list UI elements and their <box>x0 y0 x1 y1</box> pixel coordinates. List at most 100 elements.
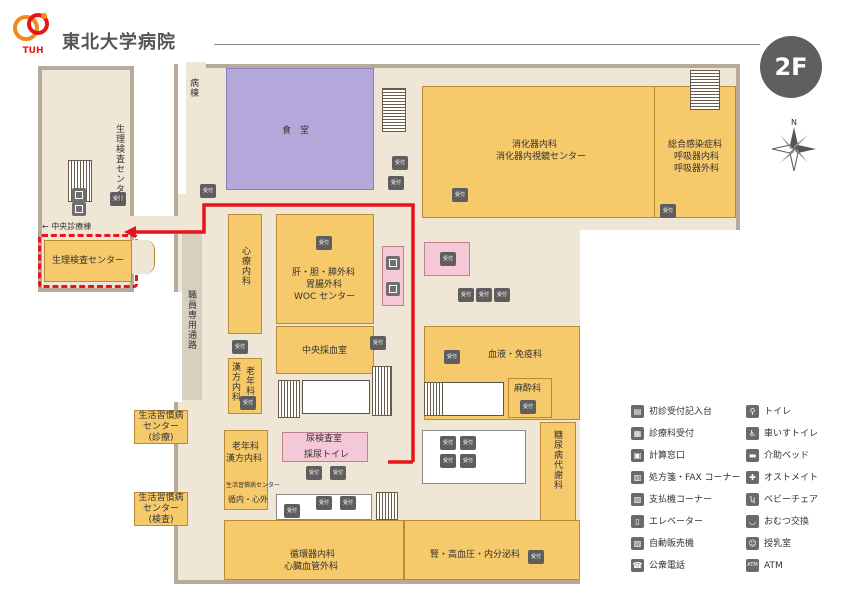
room-label-shokaki-2: 消化器内視鏡センター <box>496 152 587 162</box>
room-label-ronen-kampo-1: 老年科 <box>232 442 260 452</box>
room-hepatobiliary-surgery[interactable] <box>276 214 374 324</box>
compass-rose-icon <box>771 127 816 172</box>
toilet-icon: 受付 <box>306 466 322 480</box>
room-geriatric-kampo[interactable] <box>224 430 268 510</box>
room-label-kansen-3: 呼吸器外科 <box>674 164 720 174</box>
atm-icon: ATM <box>746 559 759 572</box>
elevator-icon <box>386 256 400 270</box>
cashier-icon: ▣ <box>631 449 644 462</box>
legend-label: 処方箋・FAX コーナー <box>649 473 741 483</box>
room-label-tonyo: 糖尿病代謝科 <box>552 430 562 490</box>
room-label-nyo-kensa: 尿検査室 <box>306 434 343 444</box>
room-diabetes[interactable] <box>540 422 576 524</box>
logo-text: TUH <box>22 46 44 56</box>
gap-left-bottom <box>134 292 182 402</box>
ward-label: 病棟 <box>188 78 198 98</box>
room-label-junkanki-1: 循環器内科 <box>290 550 336 560</box>
toilet-icon: 受付 <box>200 184 216 198</box>
header-rule <box>214 44 760 45</box>
legend-label: 自動販売機 <box>649 539 695 549</box>
room-label-ketsueki: 血液・免疫科 <box>488 350 543 360</box>
logo-mark-icon <box>13 13 49 41</box>
legend-label: エレベーター <box>649 517 704 527</box>
care-bed-icon: 受付 <box>340 496 356 510</box>
toilet-icon: 受付 <box>284 504 300 518</box>
legend-item: ✚オストメイト <box>746 470 818 486</box>
room-label-saiketsu: 中央採血室 <box>302 346 348 356</box>
room-label-kannai: 循内・心外 <box>228 495 268 504</box>
room-kampo-geriatric[interactable] <box>228 358 262 414</box>
toilet-icon: 受付 <box>392 156 408 170</box>
room-label-kanzo-3: WOC センター <box>294 292 356 302</box>
payment-machine-icon: ▧ <box>631 493 644 506</box>
reception-icon: 受付 <box>240 396 256 410</box>
legend-label: 支払機コーナー <box>649 495 713 505</box>
reception-icon: 受付 <box>316 236 332 250</box>
toilet-icon: 受付 <box>388 176 404 190</box>
reception-icon: 受付 <box>660 204 676 218</box>
room-cafeteria[interactable] <box>226 68 374 190</box>
floor-label: 2F <box>774 53 808 81</box>
legend-label: 授乳室 <box>764 539 792 549</box>
legend-item: ☺ 授乳室 <box>746 536 791 552</box>
room-label-kanzo-2: 胃腸外科 <box>306 280 343 290</box>
reception-icon: 受付 <box>452 188 468 202</box>
stairs-top-right <box>690 70 720 110</box>
legend-item: ▦診療科受付 <box>631 426 694 442</box>
legend-item: ▯ エレベーター <box>631 514 703 530</box>
room-label-junkanki-2: 心臓血管外科 <box>284 562 339 572</box>
reception-icon: 受付 <box>232 340 248 354</box>
legend-item: ▤初診受付記入台 <box>631 404 712 420</box>
reception-icon: ▦ <box>631 427 644 440</box>
legend-item: ☎公衆電話 <box>631 558 685 574</box>
room-label-shokaki-1: 消化器内科 <box>512 140 558 150</box>
gap-right-mid <box>580 230 740 400</box>
reception-icon: 受付 <box>528 550 544 564</box>
room-label-shinryo-naika: 心療内科 <box>240 246 250 286</box>
legend-item: ⚲トイレ <box>746 404 791 420</box>
room-label-saiyo-toilet: 採尿トイレ <box>304 450 350 460</box>
gap-top <box>178 64 186 194</box>
elevator-icon: ▯ <box>631 515 644 528</box>
form-desk-icon: ▤ <box>631 405 644 418</box>
baby-chair-icon: ʮ <box>746 493 759 506</box>
room-lifestyle-center-clinic[interactable]: 生活習慣病 センター (診療) <box>134 410 188 444</box>
room-psychosomatic[interactable] <box>228 214 262 334</box>
wheelchair-toilet-icon: 受付 <box>460 436 476 450</box>
escalator-well-right <box>442 382 504 416</box>
room-blood-collection[interactable] <box>276 326 374 374</box>
diaper-icon: ◡ <box>746 515 759 528</box>
elevator-icon <box>72 188 86 202</box>
legend-label: トイレ <box>764 407 792 417</box>
elevator-icon <box>386 282 400 296</box>
reception-icon: 受付 <box>370 336 386 350</box>
legend-label: 介助ベッド <box>764 451 810 461</box>
care-bed-icon: ▬ <box>746 449 759 462</box>
staff-corridor <box>182 230 202 400</box>
toilet-icon: 受付 <box>110 192 126 206</box>
room-nephrology-endocrine[interactable] <box>404 520 580 580</box>
side-label-line2: センター <box>142 504 179 514</box>
room-cardiology[interactable] <box>224 520 404 580</box>
compass: N <box>771 118 816 174</box>
room-label-kanzo-1: 肝・胆・膵外科 <box>292 268 356 278</box>
stairs-top-center <box>382 88 406 132</box>
legend-item: ▣計算窓口 <box>631 448 685 464</box>
legend-item: ▥処方箋・FAX コーナー <box>631 470 741 486</box>
toilet-icon: 受付 <box>460 454 476 468</box>
room-seiri-kensa-center[interactable] <box>44 240 132 282</box>
room-lifestyle-center-exam[interactable]: 生活習慣病 センター (検査) <box>134 492 188 526</box>
ward-corridor <box>186 62 206 202</box>
nursing-room-icon: ☺ <box>746 537 759 550</box>
diaper-icon: 受付 <box>494 288 510 302</box>
room-label-kampo-v: 漢方内科 <box>230 362 240 402</box>
wheelchair-toilet-icon: 受付 <box>458 288 474 302</box>
toilet-icon: 受付 <box>440 252 456 266</box>
floor-badge: 2F <box>760 36 822 98</box>
room-urine-test[interactable] <box>282 432 368 462</box>
room-label-cafeteria: 食 堂 <box>282 126 310 136</box>
wheelchair-toilet-icon: ♿ <box>746 427 759 440</box>
phone-icon: ☎ <box>631 559 644 572</box>
